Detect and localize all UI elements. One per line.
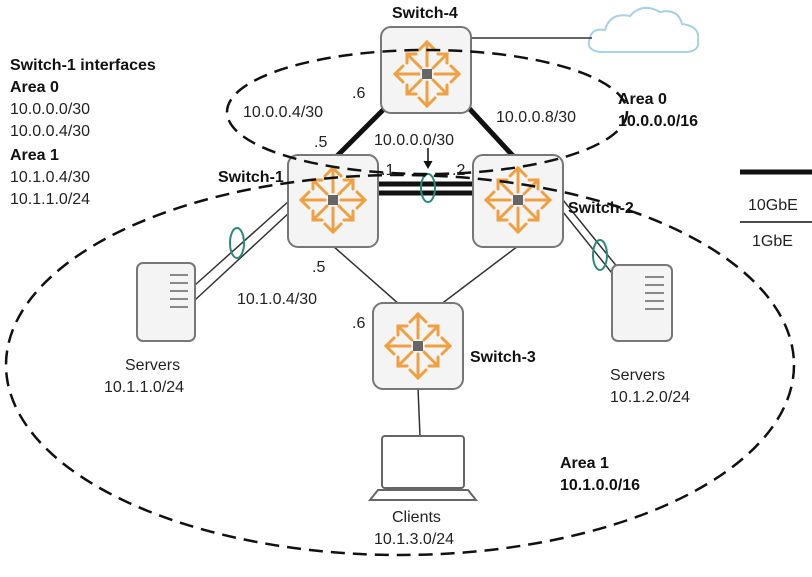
area0-label: Area 0 [618,91,667,108]
lag-ring-icons [229,173,608,271]
link-label: .5 [314,134,327,151]
link-label: 10.0.0.0/30 [374,132,454,149]
link-label: .2 [452,162,465,179]
interface-net: 10.0.0.4/30 [10,123,90,140]
servers-left-label: Servers [125,357,180,374]
servers-left-net: 10.1.1.0/24 [104,379,184,396]
area0-net: 10.0.0.0/16 [618,113,698,130]
link-label: .5 [312,259,325,276]
switch-3[interactable] [372,302,464,390]
interfaces-area1-label: Area 1 [10,147,59,164]
server-icon-left [136,262,196,342]
clients-net: 10.1.3.0/24 [374,531,454,548]
switch-2[interactable] [472,154,564,248]
link-label: .6 [352,85,365,102]
area-0-boundary [225,48,629,176]
interface-net: 10.1.1.0/24 [10,191,90,208]
legend-1gbe: 1GbE [752,233,793,250]
switch-1-label: Switch-1 [218,169,284,186]
switch-2-label: Switch-2 [568,200,634,217]
gbe-links [194,199,641,437]
switch-4[interactable] [380,26,472,114]
area-1-boundary [4,173,796,557]
servers-right-label: Servers [610,367,665,384]
servers-right-net: 10.1.2.0/24 [610,389,690,406]
interface-net: 10.0.0.0/30 [10,101,90,118]
switch-1[interactable] [287,154,379,248]
link-label: .6 [352,315,365,332]
area1-label: Area 1 [560,455,609,472]
cloud-icon [587,6,700,53]
link-label: 10.0.0.4/30 [243,104,323,121]
area1-net: 10.1.0.0/16 [560,477,640,494]
clients-label: Clients [392,509,441,526]
interfaces-area0-label: Area 0 [10,79,59,96]
interfaces-title: Switch-1 interfaces [10,57,156,74]
legend-10gbe: 10GbE [748,197,798,214]
interface-net: 10.1.0.4/30 [10,169,90,186]
switch-3-label: Switch-3 [470,349,536,366]
link-label: 10.0.0.8/30 [496,109,576,126]
switch-4-label: Switch-4 [392,5,458,22]
link-label: 10.1.0.4/30 [237,291,317,308]
laptop-icon [367,435,479,501]
10gbe-links [333,103,517,196]
link-label: .1 [381,162,394,179]
server-icon-right [611,264,673,342]
